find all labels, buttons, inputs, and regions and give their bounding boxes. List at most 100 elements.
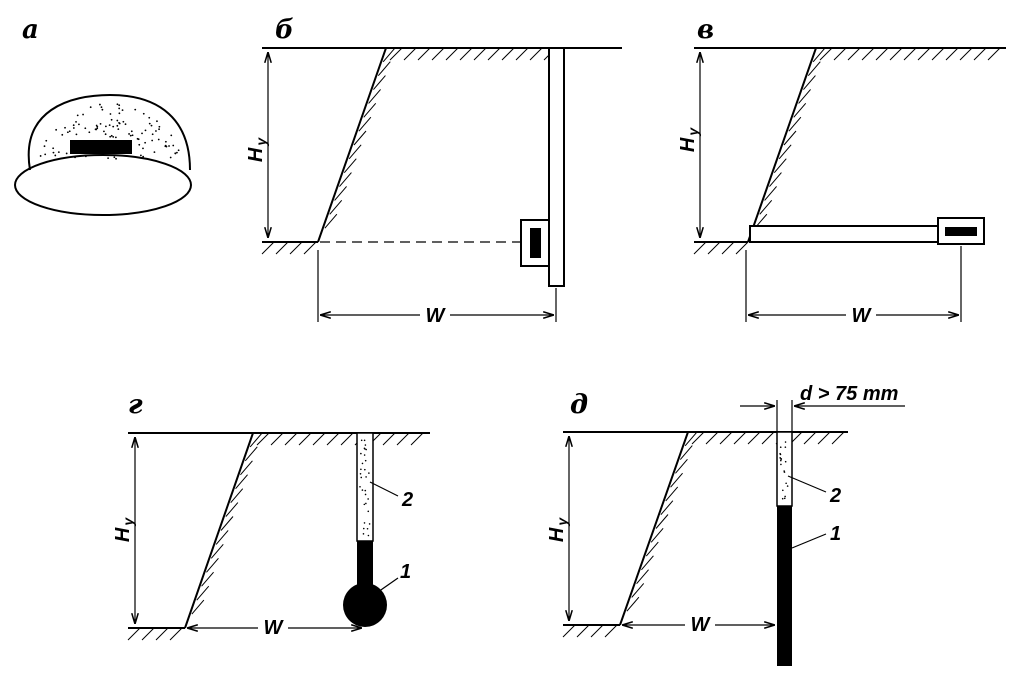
hatch-stroke (169, 627, 183, 641)
stipple-dot (138, 143, 141, 146)
stemming-dots (359, 439, 371, 537)
stipple-dot (72, 124, 75, 127)
hatch-stroke (473, 47, 487, 61)
callout-1: 1 (400, 561, 411, 583)
stipple-dot (362, 533, 365, 535)
stipple-dot (129, 134, 132, 137)
stipple-dot (362, 527, 365, 530)
callout-2: 2 (401, 489, 413, 511)
hatch-stroke (705, 431, 719, 445)
stipple-dot (155, 130, 157, 132)
label-gap (846, 302, 876, 326)
stipple-dot (110, 134, 113, 137)
stipple-dot (99, 103, 101, 106)
stipple-dot (118, 104, 121, 107)
stipple-dot (360, 476, 363, 479)
hatch-stroke (382, 432, 396, 446)
stipple-dot (140, 154, 142, 157)
hatch-stroke (604, 624, 618, 638)
charge-block (945, 227, 977, 236)
hatch-stroke (529, 47, 543, 61)
hatch-stroke (721, 241, 735, 255)
stipple-dot (363, 439, 366, 442)
hatch-stroke (343, 158, 357, 174)
top-hatching (691, 431, 845, 445)
stipple-dot (363, 503, 366, 506)
stipple-dot (118, 107, 121, 110)
hatch-stroke (733, 431, 747, 445)
height-label: Hу (112, 517, 136, 542)
stipple-dot (170, 134, 173, 137)
stipple-dot (66, 131, 69, 134)
slope-hatching (754, 47, 826, 229)
hatch-stroke (650, 527, 664, 543)
hatch-stroke (326, 432, 340, 446)
hatch-stroke (201, 571, 214, 587)
hatch-stroke (358, 116, 372, 132)
stipple-dot (365, 476, 367, 478)
stipple-dot (177, 149, 180, 152)
hatch-stroke (769, 172, 782, 187)
hatch-stroke (807, 61, 821, 77)
stipple-dot (781, 497, 784, 500)
hatch-stroke (339, 172, 352, 187)
charge-block (70, 140, 132, 154)
hatch-stroke (973, 47, 987, 61)
hatch-stroke (329, 199, 343, 215)
hatch-stroke (141, 627, 155, 641)
hatch-stroke (645, 541, 659, 557)
top-hatching (256, 432, 424, 446)
borehole-charge (357, 541, 373, 591)
stipple-dot (359, 472, 362, 475)
leader-line-2 (369, 481, 399, 497)
stipple-dot (57, 151, 60, 154)
label-gap (685, 612, 715, 634)
hatch-stroke (831, 431, 845, 445)
hatch-stroke (284, 432, 298, 446)
bench-slope (184, 432, 254, 629)
stipple-dot (144, 129, 147, 132)
bench-slope (619, 431, 689, 626)
stipple-dot (364, 489, 367, 492)
stipple-dot (74, 156, 76, 159)
stipple-dot (158, 128, 160, 131)
hatch-stroke (819, 47, 833, 61)
stipple-dot (151, 133, 154, 136)
hatch-stroke (225, 502, 239, 517)
hatch-stroke (127, 627, 141, 641)
diameter-label: d > 75 mm (800, 383, 898, 405)
stipple-dot (96, 127, 99, 130)
stipple-dot (782, 489, 784, 492)
stipple-dot (360, 468, 362, 471)
stipple-dot (361, 489, 364, 491)
stipple-dot (88, 131, 91, 134)
stipple-dot (359, 485, 361, 488)
stipple-dot (784, 446, 787, 448)
stipple-dot (779, 457, 781, 459)
hatch-stroke (368, 89, 381, 104)
hatch-stroke (773, 158, 787, 174)
hatch-stroke (626, 596, 640, 612)
stipple-dot (99, 122, 102, 125)
hatch-stroke (244, 446, 258, 462)
hatch-stroke (261, 241, 275, 255)
hatch-stroke (196, 585, 210, 601)
hatch-stroke (377, 61, 391, 77)
hatch-stroke (707, 241, 721, 255)
stipple-dot (158, 125, 161, 128)
hatch-stroke (861, 47, 875, 61)
hatch-stroke (445, 47, 459, 61)
hatch-stroke (660, 500, 674, 516)
hatch-stroke (931, 47, 945, 61)
stipple-dot (55, 128, 58, 131)
hatch-stroke (641, 555, 654, 571)
hatch-stroke (847, 47, 861, 61)
hatch-stroke (803, 75, 816, 90)
panel-g: г Hу W 2 1 (112, 390, 430, 641)
hatch-stroke (959, 47, 973, 61)
stipple-dot (107, 157, 110, 160)
stipple-dot (103, 130, 105, 133)
charge-block (530, 228, 541, 258)
stipple-dot (368, 472, 370, 474)
stipple-dot (784, 495, 786, 498)
